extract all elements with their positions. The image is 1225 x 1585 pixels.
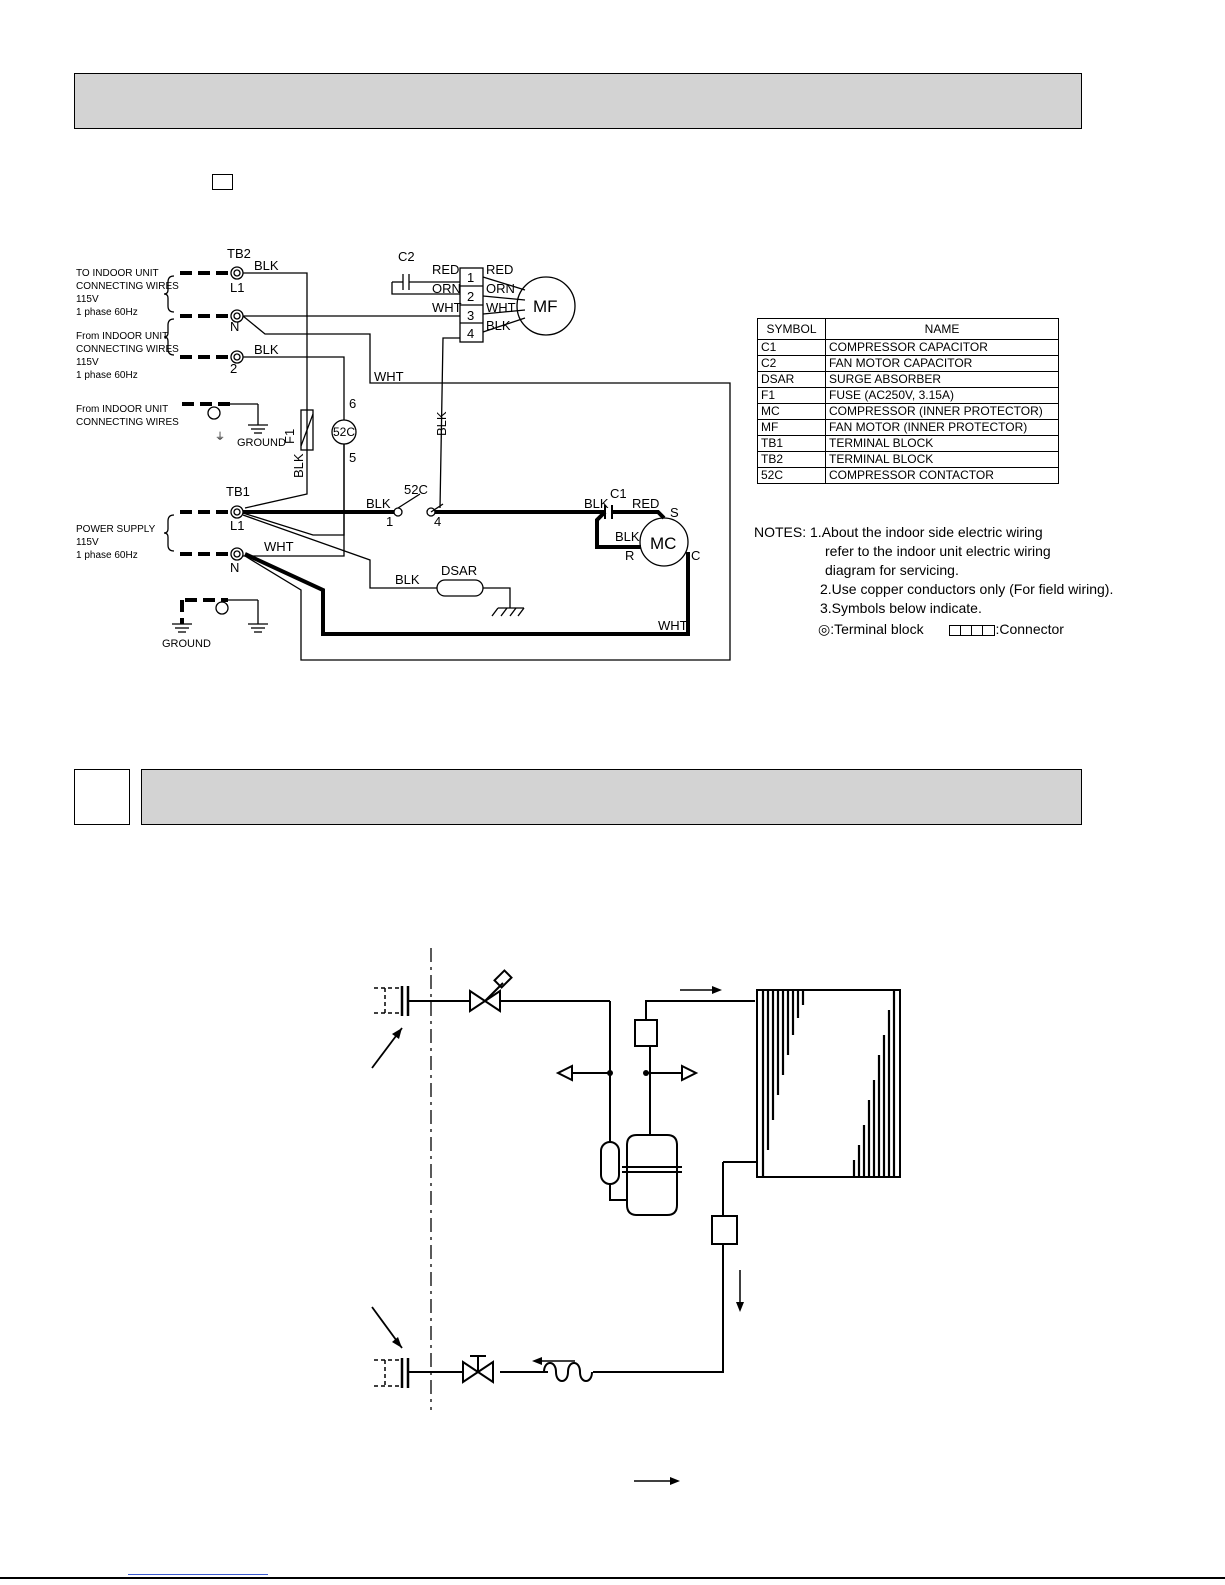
- wire-red-3: RED: [632, 496, 659, 511]
- notes-block: NOTES: 1.About the indoor side electric …: [754, 523, 1113, 639]
- wire-blk-4: BLK: [434, 411, 449, 436]
- svg-text:⏚: ⏚: [215, 431, 225, 443]
- tb1-l1-label: L1: [230, 518, 244, 533]
- wire-blk-6: BLK: [584, 496, 609, 511]
- from-indoor-gnd-2: CONNECTING WIRES: [76, 417, 179, 428]
- power-supply-3: 1 phase 60Hz: [76, 550, 138, 561]
- mc-label: MC: [650, 534, 676, 553]
- symbol-cell: F1: [757, 387, 826, 404]
- wire-blk-2: BLK: [254, 342, 279, 357]
- note-1a: 1.About the indoor side electric wiring: [810, 524, 1043, 540]
- wire-orn-1: ORN: [432, 281, 461, 296]
- wire-wht-1: WHT: [374, 369, 404, 384]
- to-indoor-4: 1 phase 60Hz: [76, 307, 138, 318]
- connector-legend: :Connector: [995, 621, 1064, 637]
- section-header-bar-wiring: [74, 73, 1082, 129]
- from-indoor-gnd-1: From INDOOR UNIT: [76, 404, 168, 415]
- f1-label: F1: [282, 429, 297, 444]
- terminal-block-icon: ◎: [818, 621, 831, 637]
- note-3: 3.Symbols below indicate.: [820, 600, 982, 616]
- symbol-cell: 52C: [757, 467, 826, 484]
- pin-1: 1: [467, 270, 474, 285]
- footer-link-underline[interactable]: [128, 1574, 268, 1575]
- switch-1: 1: [386, 514, 393, 529]
- c2-label: C2: [398, 249, 415, 264]
- tb2-l1-label: L1: [230, 280, 244, 295]
- connector-icon: [949, 624, 996, 636]
- reference-box: [212, 174, 233, 190]
- mc-c: C: [691, 548, 700, 563]
- from-indoor-1: From INDOOR UNIT: [76, 331, 168, 342]
- section-number-box: [74, 769, 130, 825]
- wire-blk-5: BLK: [366, 496, 391, 511]
- wire-blk-7: BLK: [615, 529, 640, 544]
- 52c-switch-label: 52C: [404, 482, 428, 497]
- note-1b: refer to the indoor unit electric wiring: [825, 543, 1051, 559]
- 52c-coil-label: 52C: [333, 425, 355, 439]
- tb2-label: TB2: [227, 246, 251, 261]
- wire-wht-3: WHT: [658, 618, 688, 633]
- ground-label-2: GROUND: [162, 638, 211, 650]
- c1-label: C1: [610, 486, 627, 501]
- wire-blk-8: BLK: [395, 572, 420, 587]
- to-indoor-3: 115V: [76, 294, 99, 305]
- tb2-2-label: 2: [230, 361, 237, 376]
- dsar-label: DSAR: [441, 563, 477, 578]
- to-indoor-1: TO INDOOR UNIT: [76, 268, 159, 279]
- notes-label: NOTES:: [754, 524, 807, 540]
- symbol-col-header: SYMBOL: [757, 318, 826, 340]
- note-1c: diagram for servicing.: [825, 562, 959, 578]
- wire-red-2: RED: [486, 262, 513, 277]
- power-supply-1: POWER SUPPLY: [76, 524, 156, 535]
- mc-s: S: [670, 505, 679, 520]
- from-indoor-4: 1 phase 60Hz: [76, 370, 138, 381]
- name-cell: COMPRESSOR CONTACTOR: [825, 467, 1059, 484]
- contact-6: 6: [349, 396, 356, 411]
- page-bottom-rule: [0, 1577, 1225, 1579]
- to-indoor-2: CONNECTING WIRES: [76, 281, 179, 292]
- mf-label: MF: [533, 297, 558, 316]
- wire-blk-3: BLK: [291, 453, 306, 478]
- wire-blk-9: BLK: [486, 318, 511, 333]
- from-indoor-2: CONNECTING WIRES: [76, 344, 179, 355]
- pin-3: 3: [467, 308, 474, 323]
- tb2-n-label: N: [230, 319, 239, 334]
- power-supply-2: 115V: [76, 537, 99, 548]
- pin-4: 4: [467, 326, 474, 341]
- symbol-cell: DSAR: [757, 371, 826, 388]
- from-indoor-3: 115V: [76, 357, 99, 368]
- wiring-diagram: ⏚ TB2 TB1 C2 C1 F1 MF MC 52C 52C DSAR GR…: [76, 246, 731, 661]
- note-2: 2.Use copper conductors only (For field …: [820, 581, 1114, 597]
- wire-red-1: RED: [432, 262, 459, 277]
- wire-orn-2: ORN: [486, 281, 515, 296]
- wire-wht-2: WHT: [264, 539, 294, 554]
- ground-label-1: GROUND: [237, 437, 286, 449]
- wire-blk-1: BLK: [254, 258, 279, 273]
- wire-wht-5: WHT: [486, 300, 516, 315]
- wire-wht-4: WHT: [432, 300, 462, 315]
- pin-2: 2: [467, 289, 474, 304]
- tb1-label: TB1: [226, 484, 250, 499]
- name-cell: FAN MOTOR CAPACITOR: [825, 355, 1059, 372]
- mc-r: R: [625, 548, 634, 563]
- section-header-bar-refrigerant: [141, 769, 1082, 825]
- terminal-legend: :Terminal block: [830, 621, 924, 637]
- contact-5: 5: [349, 450, 356, 465]
- tb1-n-label: N: [230, 560, 239, 575]
- switch-4: 4: [434, 514, 441, 529]
- name-cell: COMPRESSOR (INNER PROTECTOR): [825, 403, 1059, 420]
- symbol-cell: MC: [757, 403, 826, 420]
- name-cell: FAN MOTOR (INNER PROTECTOR): [825, 419, 1059, 436]
